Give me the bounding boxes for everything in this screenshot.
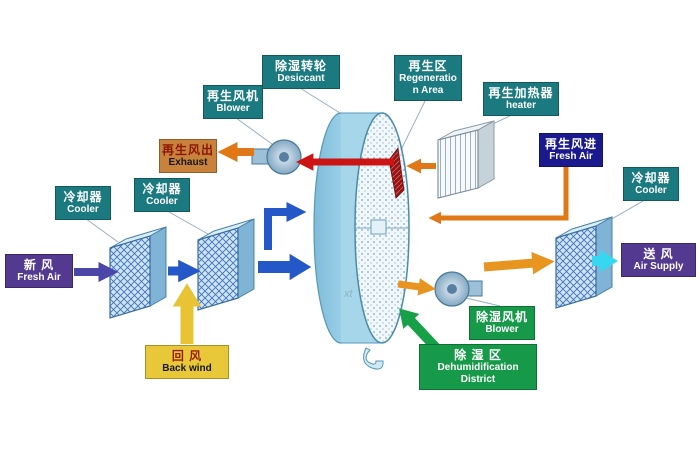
label-cooler-middle: 冷却器 Cooler [134, 178, 190, 212]
label-cooler-left-en: Cooler [67, 204, 99, 216]
label-exhaust-en: Exhaust [168, 157, 208, 169]
label-regen-heater: 再生加热器 heater [483, 82, 559, 116]
label-regen-heater-zh: 再生加热器 [488, 86, 554, 100]
label-air-supply-zh: 送 风 [643, 247, 674, 261]
label-regen-fresh-air-zh: 再生风进 [544, 137, 597, 151]
label-dehumidification-district: 除 湿 区 Dehumidification District [419, 344, 537, 390]
regeneration-heater [437, 120, 495, 199]
label-desiccant-wheel-zh: 除湿转轮 [274, 59, 327, 73]
label-air-supply: 送 风 Air Supply [621, 243, 696, 277]
label-dehumid-blower-zh: 除湿风机 [475, 310, 528, 324]
label-dehumid-blower: 除湿风机 Blower [469, 306, 535, 340]
label-cooler-right: 冷却器 Cooler [623, 167, 679, 201]
label-regeneration-area-zh: 再生区 [408, 59, 448, 73]
label-cooler-right-zh: 冷却器 [631, 171, 671, 185]
blower-to-cooler-arrow [483, 251, 555, 275]
label-exhaust-zh: 再生风出 [162, 143, 215, 157]
cooler-left [109, 226, 167, 319]
dehumid-blower-fan [434, 271, 483, 307]
label-cooler-left-zh: 冷却器 [63, 190, 103, 204]
watermark: xt [344, 288, 353, 300]
label-regen-blower: 再生风机 Blower [203, 85, 263, 119]
label-regen-blower-en: Blower [216, 103, 250, 115]
regen-blower-fan [251, 139, 302, 175]
label-fresh-air-en: Fresh Air [17, 272, 61, 284]
label-regeneration-area: 再生区 Regeneration Area [394, 55, 462, 101]
wheel-to-dehumid-blower-arrow [397, 278, 436, 296]
wheel-axis [370, 219, 387, 235]
label-desiccant-wheel: 除湿转轮 Desiccant [262, 55, 340, 89]
label-dehumidification-district-en: Dehumidification District [437, 362, 519, 385]
label-back-wind: 回 风 Back wind [145, 345, 229, 379]
bypass-air-arrow [264, 202, 307, 250]
regen-intake-duct-arrow [428, 166, 569, 225]
label-regeneration-area-en: Regeneration Area [399, 73, 457, 96]
label-regen-fresh-air-en: Fresh Air [549, 151, 593, 163]
cooler-right [555, 216, 613, 309]
label-air-supply-en: Air Supply [633, 261, 684, 273]
label-back-wind-zh: 回 风 [171, 349, 203, 363]
label-regen-fresh-air: 再生风进 Fresh Air [539, 133, 603, 167]
label-desiccant-wheel-en: Desiccant [277, 73, 325, 85]
desiccant-wheel [313, 112, 410, 370]
label-dehumid-blower-en: Blower [485, 324, 519, 336]
label-cooler-middle-zh: 冷却器 [142, 182, 182, 196]
label-cooler-middle-en: Cooler [146, 196, 178, 208]
label-dehumidification-district-zh: 除 湿 区 [454, 348, 502, 362]
label-fresh-air-zh: 新 风 [23, 258, 55, 272]
airflow-arrows [74, 142, 618, 356]
label-back-wind-en: Back wind [162, 363, 212, 375]
label-cooler-right-en: Cooler [635, 185, 667, 197]
label-exhaust: 再生风出 Exhaust [159, 139, 217, 173]
label-cooler-left: 冷却器 Cooler [55, 186, 111, 220]
label-regen-heater-en: heater [505, 100, 536, 112]
wheel-base-ribbon [363, 347, 384, 370]
label-regen-blower-zh: 再生风机 [206, 89, 259, 103]
label-fresh-air: 新 风 Fresh Air [5, 254, 73, 288]
